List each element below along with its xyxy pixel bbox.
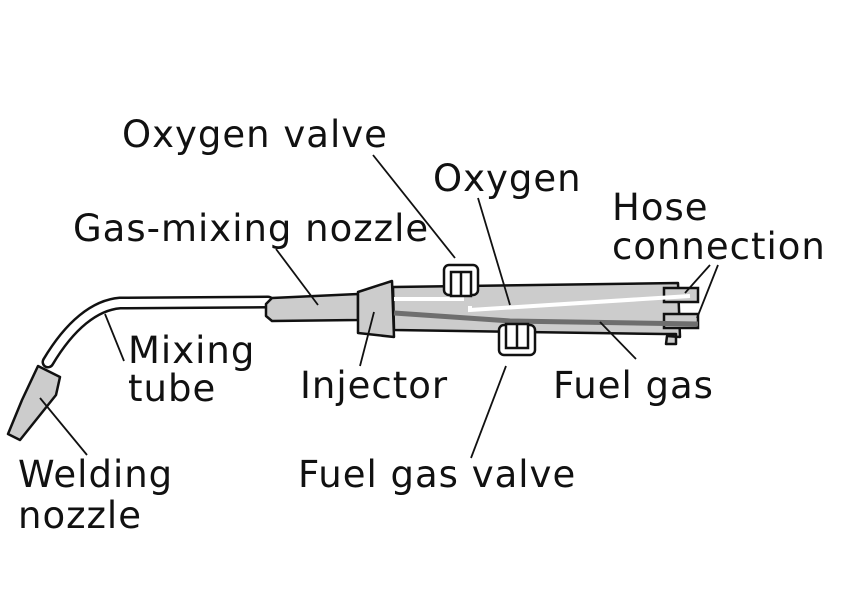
welding-nozzle xyxy=(6,364,62,442)
label-fuel-gas: Fuel gas xyxy=(553,364,714,407)
leader-gas-mixing-nozzle xyxy=(275,248,319,306)
label-gas-mixing-nozzle: Gas-mixing nozzle xyxy=(73,207,429,250)
leader-lines xyxy=(39,154,719,459)
leader-oxygen xyxy=(477,197,511,306)
leader-fuel-gas-valve xyxy=(470,365,507,459)
fuel-gas-valve xyxy=(497,322,537,357)
leader-fuel-gas xyxy=(599,321,637,360)
label-oxygen: Oxygen xyxy=(433,157,582,200)
leader-hose-connection-top xyxy=(684,264,711,294)
label-mixing-tube-line2: tube xyxy=(128,367,216,410)
label-welding-nozzle-line2: nozzle xyxy=(18,494,142,537)
fuel-gas-channel xyxy=(393,310,699,327)
label-mixing-tube-line1: Mixing xyxy=(128,329,255,372)
leader-hose-connection-bottom xyxy=(696,264,719,319)
label-hose-connection-line1: Hose xyxy=(612,186,709,229)
label-fuel-gas-valve: Fuel gas valve xyxy=(298,453,576,496)
leader-mixing-tube xyxy=(104,313,125,362)
label-injector: Injector xyxy=(300,364,448,407)
leader-welding-nozzle xyxy=(39,397,88,456)
label-oxygen-valve: Oxygen valve xyxy=(122,113,388,156)
leader-oxygen-valve xyxy=(372,154,456,259)
label-welding-nozzle-line1: Welding xyxy=(18,453,173,496)
oxygen-valve xyxy=(442,263,480,298)
leader-injector xyxy=(359,311,375,367)
injector xyxy=(356,279,396,339)
label-hose-connection-line2: connection xyxy=(612,225,826,268)
mixing-tube xyxy=(41,295,275,369)
